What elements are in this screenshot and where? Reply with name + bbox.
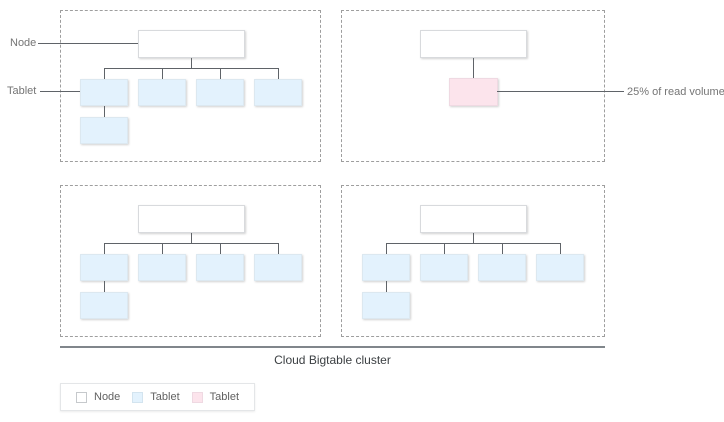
tablet-pink-swatch-icon bbox=[191, 391, 203, 403]
tree-connector bbox=[386, 281, 387, 292]
node-box bbox=[420, 205, 527, 233]
node-box bbox=[138, 30, 245, 58]
tree-connector bbox=[386, 243, 561, 244]
tablet-box bbox=[420, 254, 468, 281]
tablet-box bbox=[138, 79, 186, 106]
legend-label-node: Node bbox=[94, 391, 121, 403]
node-group-top-right bbox=[341, 10, 605, 162]
hot-tablet-box bbox=[449, 78, 498, 106]
legend-label-tablet-pink: Tablet bbox=[209, 391, 240, 403]
tree-connector bbox=[162, 243, 163, 254]
legend-item-tablet-pink: Tablet bbox=[191, 391, 240, 403]
node-pointer-line bbox=[38, 43, 138, 44]
cluster-caption: Cloud Bigtable cluster bbox=[274, 353, 391, 367]
node-group-top-left bbox=[60, 10, 321, 162]
node-group-bottom-right bbox=[341, 185, 605, 337]
node-pointer-label: Node bbox=[10, 37, 37, 49]
tablet-box bbox=[362, 292, 410, 319]
node-box bbox=[420, 30, 527, 58]
tablet-box bbox=[196, 254, 244, 281]
tablet-box bbox=[80, 79, 128, 106]
tree-connector bbox=[560, 243, 561, 254]
tablet-box bbox=[536, 254, 584, 281]
tree-connector bbox=[191, 58, 192, 68]
node-box bbox=[138, 205, 245, 233]
tree-connector bbox=[473, 58, 474, 78]
read-volume-callout-label: 25% of read volume bbox=[627, 86, 724, 98]
tree-connector bbox=[191, 233, 192, 243]
tablet-box bbox=[80, 292, 128, 319]
tree-connector bbox=[502, 243, 503, 254]
tree-connector bbox=[473, 233, 474, 243]
node-swatch-icon bbox=[76, 391, 87, 403]
tree-connector bbox=[444, 243, 445, 254]
tree-connector bbox=[104, 68, 105, 79]
tree-connector bbox=[104, 68, 279, 69]
tablet-pointer-line bbox=[40, 91, 80, 92]
tree-connector bbox=[104, 281, 105, 292]
tree-connector bbox=[278, 68, 279, 79]
node-group-bottom-left bbox=[60, 185, 321, 337]
tablet-box bbox=[138, 254, 186, 281]
tablet-box bbox=[80, 117, 128, 144]
tablet-box bbox=[196, 79, 244, 106]
tablet-box bbox=[478, 254, 526, 281]
legend-item-node: Node bbox=[76, 391, 120, 403]
legend-item-tablet-blue: Tablet bbox=[132, 391, 180, 403]
legend: Node Tablet Tablet bbox=[60, 383, 256, 411]
tree-connector bbox=[104, 106, 105, 117]
tablet-box bbox=[254, 254, 302, 281]
tablet-box bbox=[254, 79, 302, 106]
tablet-box bbox=[362, 254, 410, 281]
tablet-box bbox=[80, 254, 128, 281]
tree-connector bbox=[220, 243, 221, 254]
legend-label-tablet-blue: Tablet bbox=[150, 391, 180, 403]
tree-connector bbox=[386, 243, 387, 254]
tablet-blue-swatch-icon bbox=[132, 391, 144, 403]
tablet-pointer-label: Tablet bbox=[7, 85, 37, 97]
tree-connector bbox=[278, 243, 279, 254]
tree-connector bbox=[104, 243, 105, 254]
tree-connector bbox=[162, 68, 163, 79]
read-volume-callout-line bbox=[497, 91, 624, 92]
cluster-separator-line bbox=[60, 346, 605, 348]
tree-connector bbox=[220, 68, 221, 79]
tree-connector bbox=[104, 243, 279, 244]
